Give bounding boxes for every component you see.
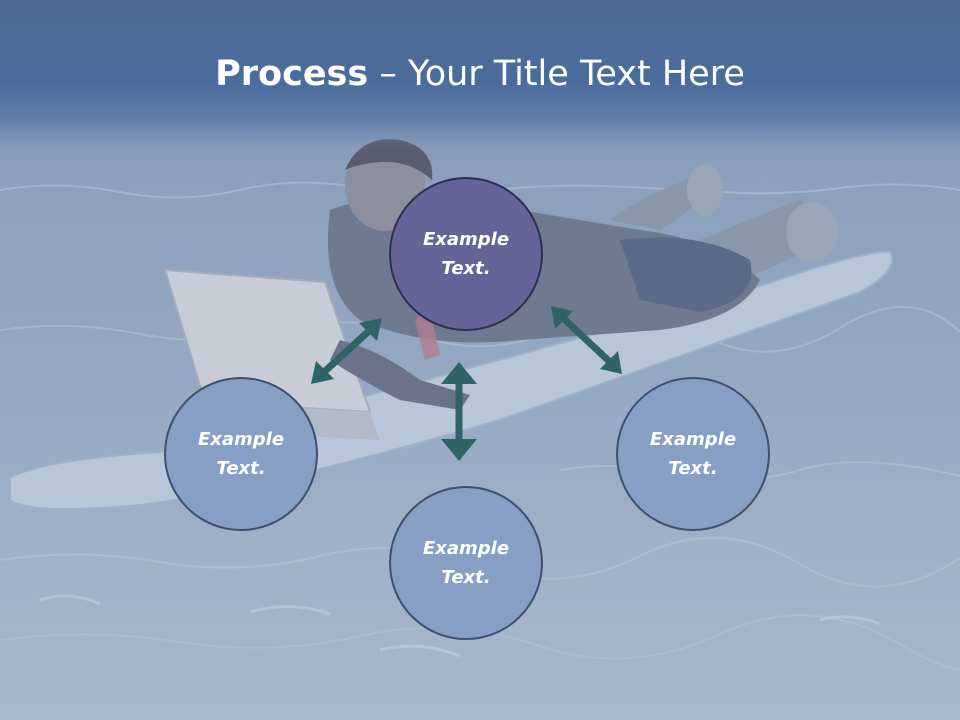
slide-title: Process – Your Title Text Here bbox=[0, 52, 960, 96]
title-rest-part: – Your Title Text Here bbox=[368, 54, 745, 94]
title-band bbox=[0, 0, 960, 150]
node-bottom-line1: Example bbox=[422, 538, 510, 559]
process-node-bottom[interactable]: Example Text. bbox=[389, 486, 543, 640]
double-arrow-vertical bbox=[441, 362, 477, 461]
node-right-line1: Example bbox=[649, 429, 737, 450]
node-bottom-line2: Text. bbox=[441, 567, 491, 588]
node-left-line1: Example bbox=[197, 429, 285, 450]
title-bold-part: Process bbox=[215, 54, 369, 94]
double-arrow-upper-right bbox=[551, 306, 622, 374]
node-left-line2: Text. bbox=[216, 458, 266, 479]
node-center-line2: Text. bbox=[441, 258, 491, 279]
process-node-left[interactable]: Example Text. bbox=[164, 377, 318, 531]
double-arrow-upper-left bbox=[311, 318, 382, 384]
process-node-center[interactable]: Example Text. bbox=[389, 177, 543, 331]
process-node-right[interactable]: Example Text. bbox=[616, 377, 770, 531]
node-center-line1: Example bbox=[422, 229, 510, 250]
node-right-line2: Text. bbox=[668, 458, 718, 479]
